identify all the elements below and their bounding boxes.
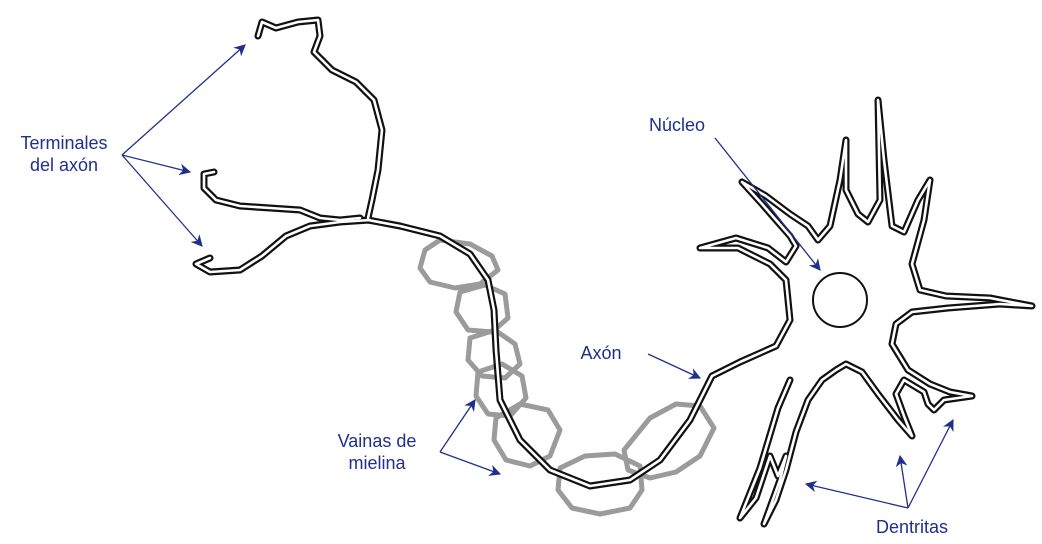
label-axon-terminals-line1: Terminales (4, 132, 124, 154)
arrow-myelin-down (440, 452, 500, 474)
label-axon-terminals-line2: del axón (4, 154, 124, 176)
arrow-terminal-middle (122, 155, 190, 172)
label-axon: Axón (566, 342, 636, 364)
myelin-sheaths (420, 240, 714, 514)
label-myelin-sheaths-line2: mielina (322, 452, 432, 474)
myelin-sheath-2 (456, 285, 508, 332)
axon-terminal-top (258, 20, 382, 218)
arrow-dendrite-right (908, 420, 953, 508)
label-myelin-sheaths: Vainas de mielina (322, 430, 432, 474)
label-nucleus: Núcleo (632, 114, 722, 136)
soma-dendrites (700, 100, 1032, 524)
label-axon-terminals: Terminales del axón (4, 132, 124, 176)
nucleus-circle (813, 273, 867, 327)
arrow-terminal-top (122, 45, 245, 155)
arrow-terminal-bottom (122, 155, 202, 246)
axon-terminal-bottom (196, 220, 370, 272)
arrow-dendrite-middle (900, 456, 908, 508)
arrow-axon (648, 354, 700, 378)
arrow-dendrite-left (806, 484, 908, 508)
label-myelin-sheaths-line1: Vainas de (322, 430, 432, 452)
axon-terminal-middle (204, 172, 360, 220)
label-dendrites: Dentritas (862, 516, 962, 538)
arrow-myelin-up (440, 400, 475, 452)
